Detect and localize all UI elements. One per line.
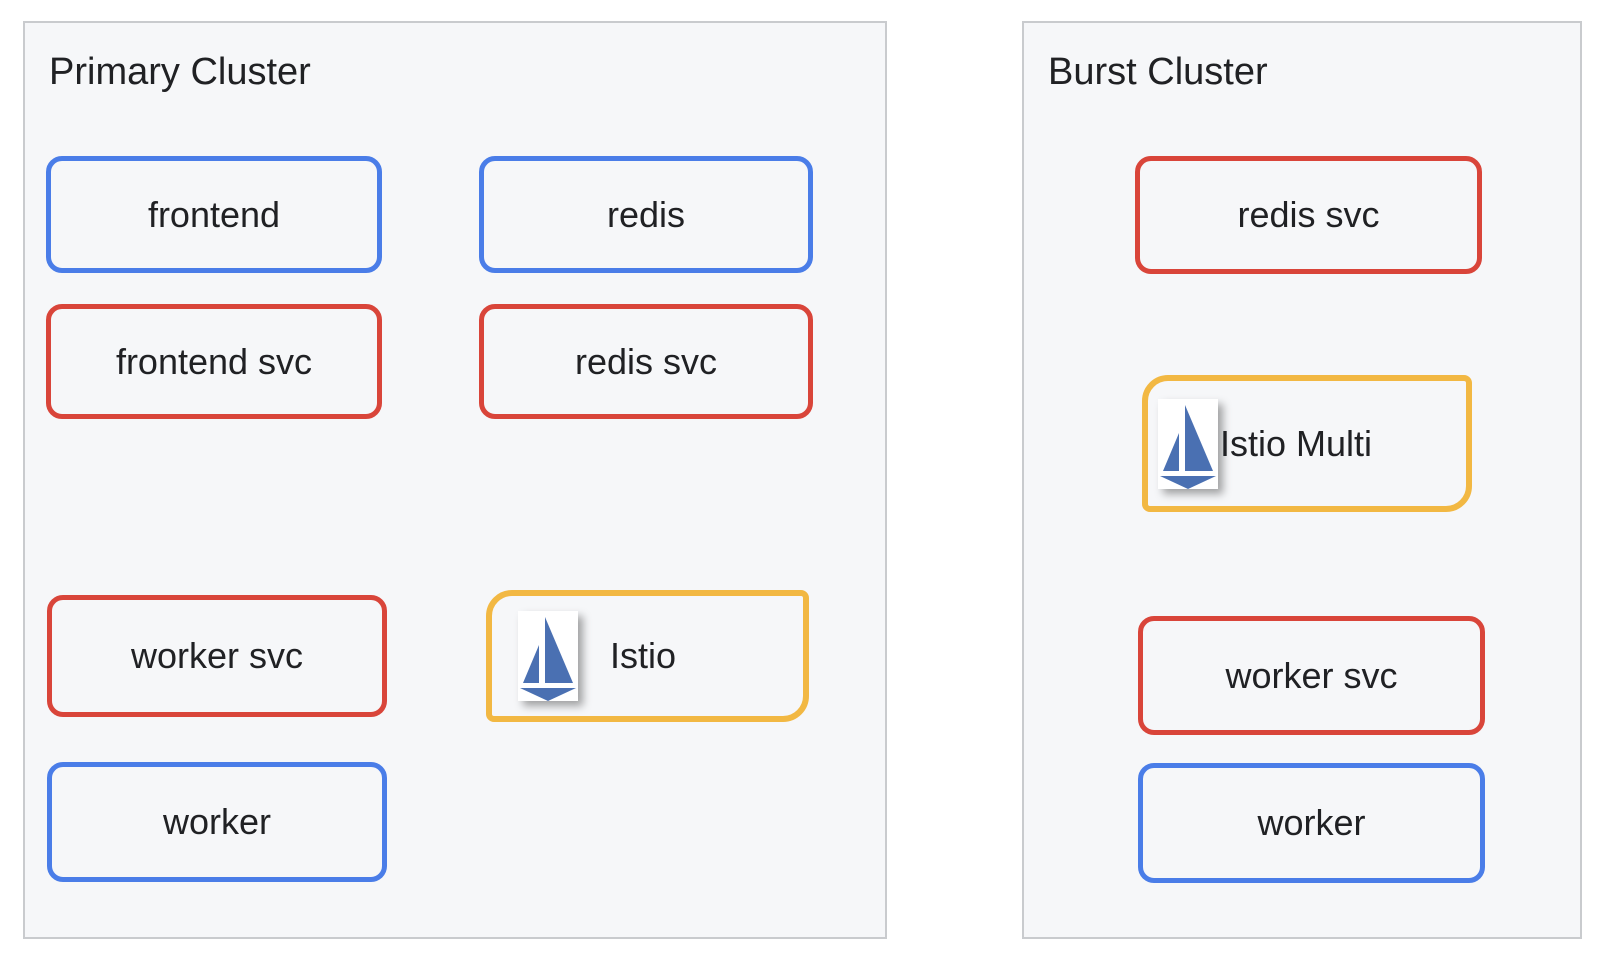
primary-cluster-panel: Primary Cluster frontend redis frontend … bbox=[23, 21, 887, 939]
node-worker-svc-label: worker svc bbox=[130, 635, 304, 676]
node-redis-svc-label: redis svc bbox=[574, 340, 718, 382]
burst-cluster-panel: Burst Cluster redis svc Istio Multi work… bbox=[1022, 21, 1582, 939]
node-frontend-svc-label: frontend svc bbox=[115, 340, 313, 382]
node-istio-multi: Istio Multi bbox=[1142, 375, 1472, 512]
node-frontend-label: frontend bbox=[147, 193, 281, 235]
node-redis-svc: redis svc bbox=[479, 304, 813, 419]
node-redis: redis bbox=[479, 156, 813, 273]
node-burst-redis-svc: redis svc bbox=[1135, 156, 1482, 274]
node-redis-label: redis bbox=[606, 193, 686, 235]
node-burst-worker: worker bbox=[1138, 763, 1485, 883]
node-worker-svc: worker svc bbox=[47, 595, 387, 717]
node-istio: Istio bbox=[486, 590, 809, 722]
node-burst-worker-svc: worker svc bbox=[1138, 616, 1485, 735]
node-worker: worker bbox=[47, 762, 387, 882]
burst-cluster-title: Burst Cluster bbox=[1048, 51, 1268, 93]
node-frontend-svc: frontend svc bbox=[46, 304, 382, 419]
node-istio-label: Istio bbox=[610, 635, 677, 676]
node-frontend: frontend bbox=[46, 156, 382, 273]
node-burst-worker-svc-label: worker svc bbox=[1225, 654, 1398, 696]
istio-sailboat-icon bbox=[1158, 398, 1218, 489]
primary-cluster-title: Primary Cluster bbox=[49, 51, 311, 93]
istio-sailboat-icon bbox=[518, 611, 578, 701]
node-worker-label: worker bbox=[162, 801, 272, 842]
node-burst-worker-label: worker bbox=[1257, 802, 1366, 843]
node-burst-redis-svc-label: redis svc bbox=[1237, 194, 1380, 235]
node-istio-multi-label: Istio Multi bbox=[1220, 422, 1373, 464]
